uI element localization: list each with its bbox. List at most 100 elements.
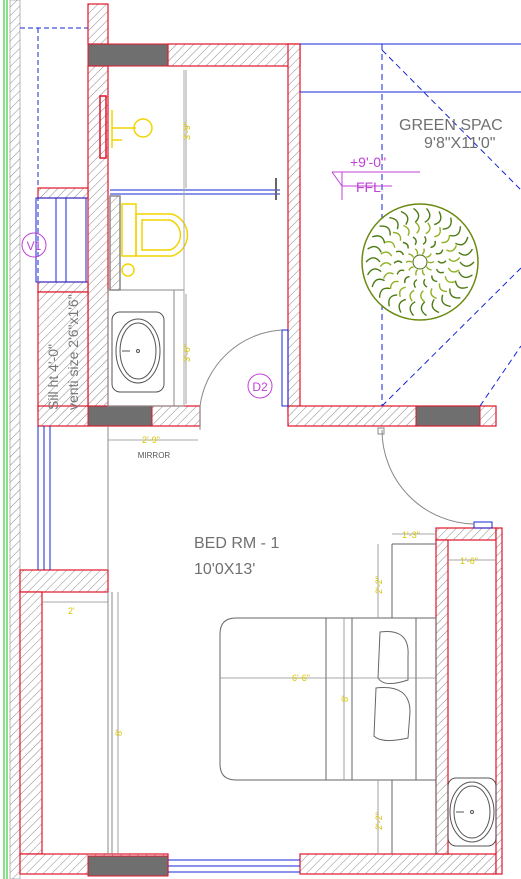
tree-leaf — [371, 278, 385, 288]
tree-leaf — [379, 262, 392, 268]
dim-shower: 3'-9" — [182, 122, 192, 140]
tree-leaf — [433, 211, 442, 226]
tree-leaf — [434, 227, 441, 238]
tree-leaf — [389, 280, 399, 290]
window-lintels — [87, 43, 481, 877]
tree-leaf — [398, 298, 407, 313]
tree-leaf — [437, 260, 447, 264]
tree-leaf — [392, 231, 402, 241]
tree-leaf — [449, 226, 462, 237]
ventilator-tag: V1 — [21, 232, 47, 258]
dim-wardrobe-length: 8' — [114, 729, 124, 736]
tree-leaf — [400, 210, 409, 225]
site-boundary — [3, 0, 88, 879]
tree-leaf — [458, 271, 473, 279]
tree-leaf — [409, 301, 416, 317]
tree-leaf — [446, 245, 458, 252]
bed-icon — [219, 543, 437, 854]
tree-leaf — [389, 216, 399, 230]
tree-leaf — [430, 240, 436, 249]
tree-leaf — [438, 283, 448, 293]
sill-note: Sill ht 4'-0" — [45, 344, 61, 410]
tree-leaf — [421, 269, 426, 276]
toilet-partition — [107, 70, 277, 407]
tree-leaf — [425, 266, 432, 271]
level-marker — [331, 171, 420, 200]
tree-leaf — [447, 267, 460, 273]
tree-leaf — [409, 289, 415, 302]
door-tag: D2 — [247, 373, 273, 399]
tree-leaf — [420, 301, 427, 317]
tree-leaf — [426, 253, 432, 258]
tree-leaf — [442, 217, 452, 230]
tree-leaf — [427, 261, 435, 264]
wardrobe — [107, 426, 113, 854]
tree-leaf — [378, 287, 391, 298]
dim-side-upper: 2'-2" — [374, 576, 384, 594]
tree-leaf — [396, 269, 405, 275]
tree-leaf — [430, 288, 437, 300]
bedroom-name: BED RM - 1 — [194, 535, 279, 552]
wc-icon — [109, 195, 189, 291]
tree-leaf — [382, 272, 394, 279]
tree-leaf — [403, 224, 410, 236]
tree-leaf — [431, 299, 440, 314]
tree-leaf — [405, 260, 413, 263]
tree-leaf — [415, 269, 419, 276]
dim-mirror: 2'-9" — [142, 435, 160, 445]
dimension-lines — [42, 70, 496, 854]
tree-leaf — [399, 286, 406, 297]
dim-wc: 3'-6" — [182, 344, 192, 362]
tree-leaf — [444, 276, 455, 283]
tree-leaf — [423, 278, 428, 288]
tree-leaf — [435, 249, 444, 255]
shower-icon — [99, 95, 153, 159]
tree-leaf — [454, 280, 469, 289]
tree-leaf — [414, 248, 419, 255]
tree-leaf — [435, 268, 445, 274]
tree-leaf — [449, 288, 461, 299]
tree-leaf — [371, 235, 386, 244]
tree-leaf — [422, 236, 427, 245]
tree-leaf — [366, 268, 382, 276]
tree-leaf — [404, 275, 410, 284]
tree-leaf — [425, 222, 431, 235]
dim-side-right: 1'-6" — [460, 556, 478, 566]
tree-leaf — [441, 294, 451, 308]
dim-bed-width: 6'-6" — [292, 673, 310, 683]
dim-bed-length: 8' — [340, 695, 350, 702]
tree-leaf — [431, 275, 438, 283]
venti-note: venti size 2'6"x1'6" — [65, 294, 81, 410]
dim-side-lower: 2'-2" — [374, 812, 384, 830]
tree-leaf — [408, 266, 414, 271]
tree-leaf — [388, 294, 398, 307]
door-tag-label: D2 — [252, 380, 268, 394]
tree-leaf — [408, 253, 415, 258]
ventilator-tag-label: V1 — [27, 239, 42, 253]
tree-leaf — [441, 234, 451, 244]
tree-leaf — [367, 245, 382, 253]
tree-leaf — [380, 251, 393, 257]
tree-leaf — [458, 248, 474, 256]
dim-side-top: 1'-3" — [402, 530, 420, 540]
tree-leaf — [424, 207, 431, 223]
tree-leaf — [421, 248, 425, 255]
dim-wardrobe-width: 2' — [68, 606, 75, 616]
green-space-size: 9'8"X11'0" — [424, 135, 495, 152]
level-value: +9'-0" — [350, 154, 386, 170]
green-space-name: GREEN SPAC — [399, 117, 503, 134]
tree-leaf — [413, 207, 420, 223]
tree-leaf — [413, 279, 418, 288]
bath-fixtures — [99, 95, 189, 291]
tree-leaf — [365, 257, 381, 263]
glazing — [35, 43, 521, 873]
tree-leaf — [385, 241, 396, 248]
tree-leaf — [395, 250, 405, 256]
tree-leaf — [459, 261, 475, 267]
mirror-label: MIRROR — [138, 451, 171, 460]
walls — [19, 3, 503, 875]
wash-basin-icon-2 — [447, 777, 497, 847]
tree-leaf — [414, 221, 420, 234]
doors — [199, 329, 475, 525]
